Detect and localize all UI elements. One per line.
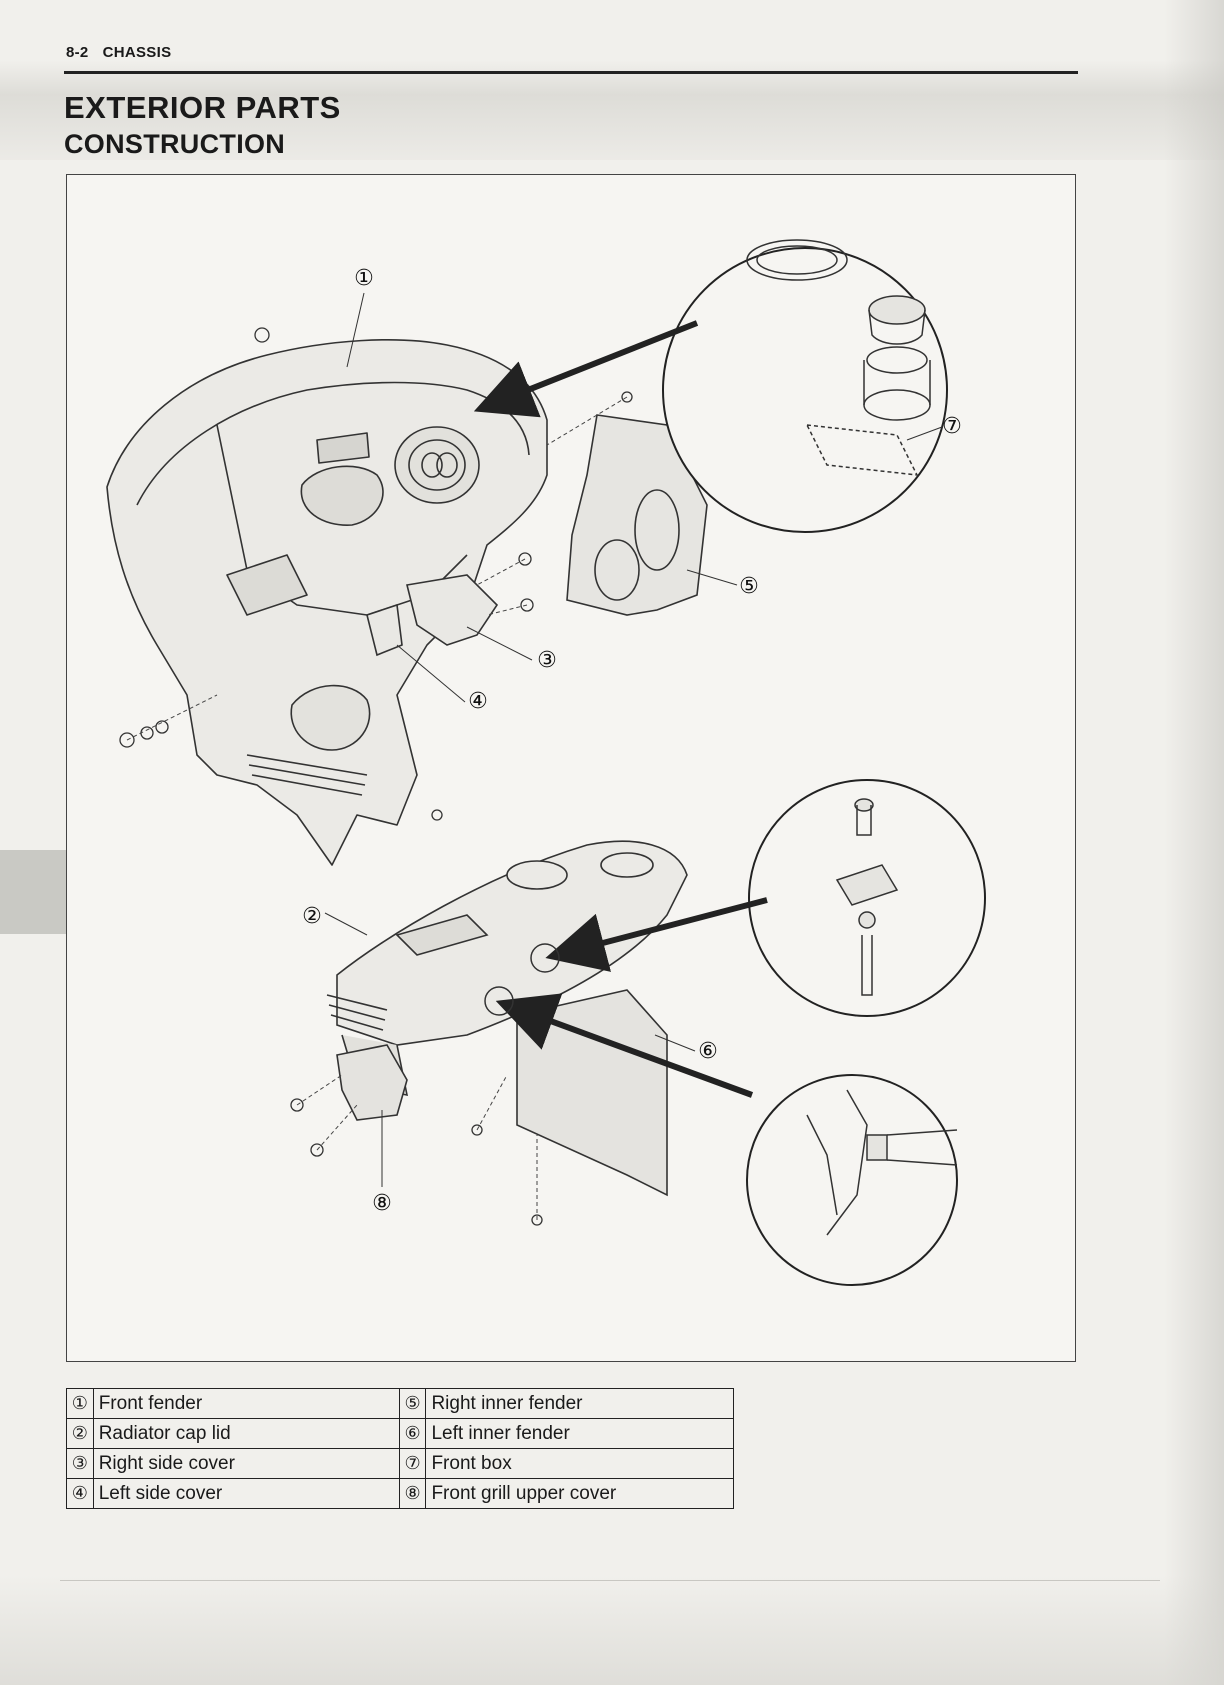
legend-num: ③ [67,1449,94,1479]
legend-num: ⑥ [399,1419,426,1449]
page-bottom-shadow [0,1575,1224,1685]
callout-1: ① [354,266,374,291]
page-subtitle: CONSTRUCTION [64,131,285,158]
legend-label: Radiator cap lid [93,1419,399,1449]
callout-2: ② [302,904,322,929]
page-title: EXTERIOR PARTS [64,92,341,123]
legend-num: ⑧ [399,1479,426,1509]
exploded-diagram: ① ② ③ ④ ⑤ ⑥ ⑦ ⑧ [66,174,1076,1362]
parts-legend-table: ① Front fender ⑤ Right inner fender ② Ra… [66,1388,734,1509]
legend-row: ② Radiator cap lid ⑥ Left inner fender [67,1419,734,1449]
legend-label: Front fender [93,1389,399,1419]
legend-row: ① Front fender ⑤ Right inner fender [67,1389,734,1419]
legend-label: Right inner fender [426,1389,734,1419]
callout-5: ⑤ [739,574,759,599]
legend-num: ① [67,1389,94,1419]
callout-6: ⑥ [698,1039,718,1064]
callout-7: ⑦ [942,414,962,439]
legend-num: ⑤ [399,1389,426,1419]
section-name: CHASSIS [103,44,172,61]
callout-4: ④ [468,689,488,714]
callout-8: ⑧ [372,1191,392,1216]
running-header: 8-2 CHASSIS [66,44,171,61]
legend-row: ③ Right side cover ⑦ Front box [67,1449,734,1479]
header-rule [64,71,1078,74]
legend-num: ④ [67,1479,94,1509]
legend-row: ④ Left side cover ⑧ Front grill upper co… [67,1479,734,1509]
detail-circles [663,248,985,1285]
page-bottom-rule [60,1580,1160,1581]
callout-3: ③ [537,648,557,673]
legend-label: Right side cover [93,1449,399,1479]
legend-label: Front grill upper cover [426,1479,734,1509]
legend-num: ② [67,1419,94,1449]
legend-label: Left side cover [93,1479,399,1509]
page-number: 8-2 [66,44,89,61]
legend-num: ⑦ [399,1449,426,1479]
legend-label: Front box [426,1449,734,1479]
page-edge-shadow [1164,0,1224,1685]
diagram-drawing: ① ② ③ ④ ⑤ ⑥ ⑦ ⑧ [67,175,1077,1363]
left-inner-fender-drawing [517,990,667,1195]
legend-label: Left inner fender [426,1419,734,1449]
